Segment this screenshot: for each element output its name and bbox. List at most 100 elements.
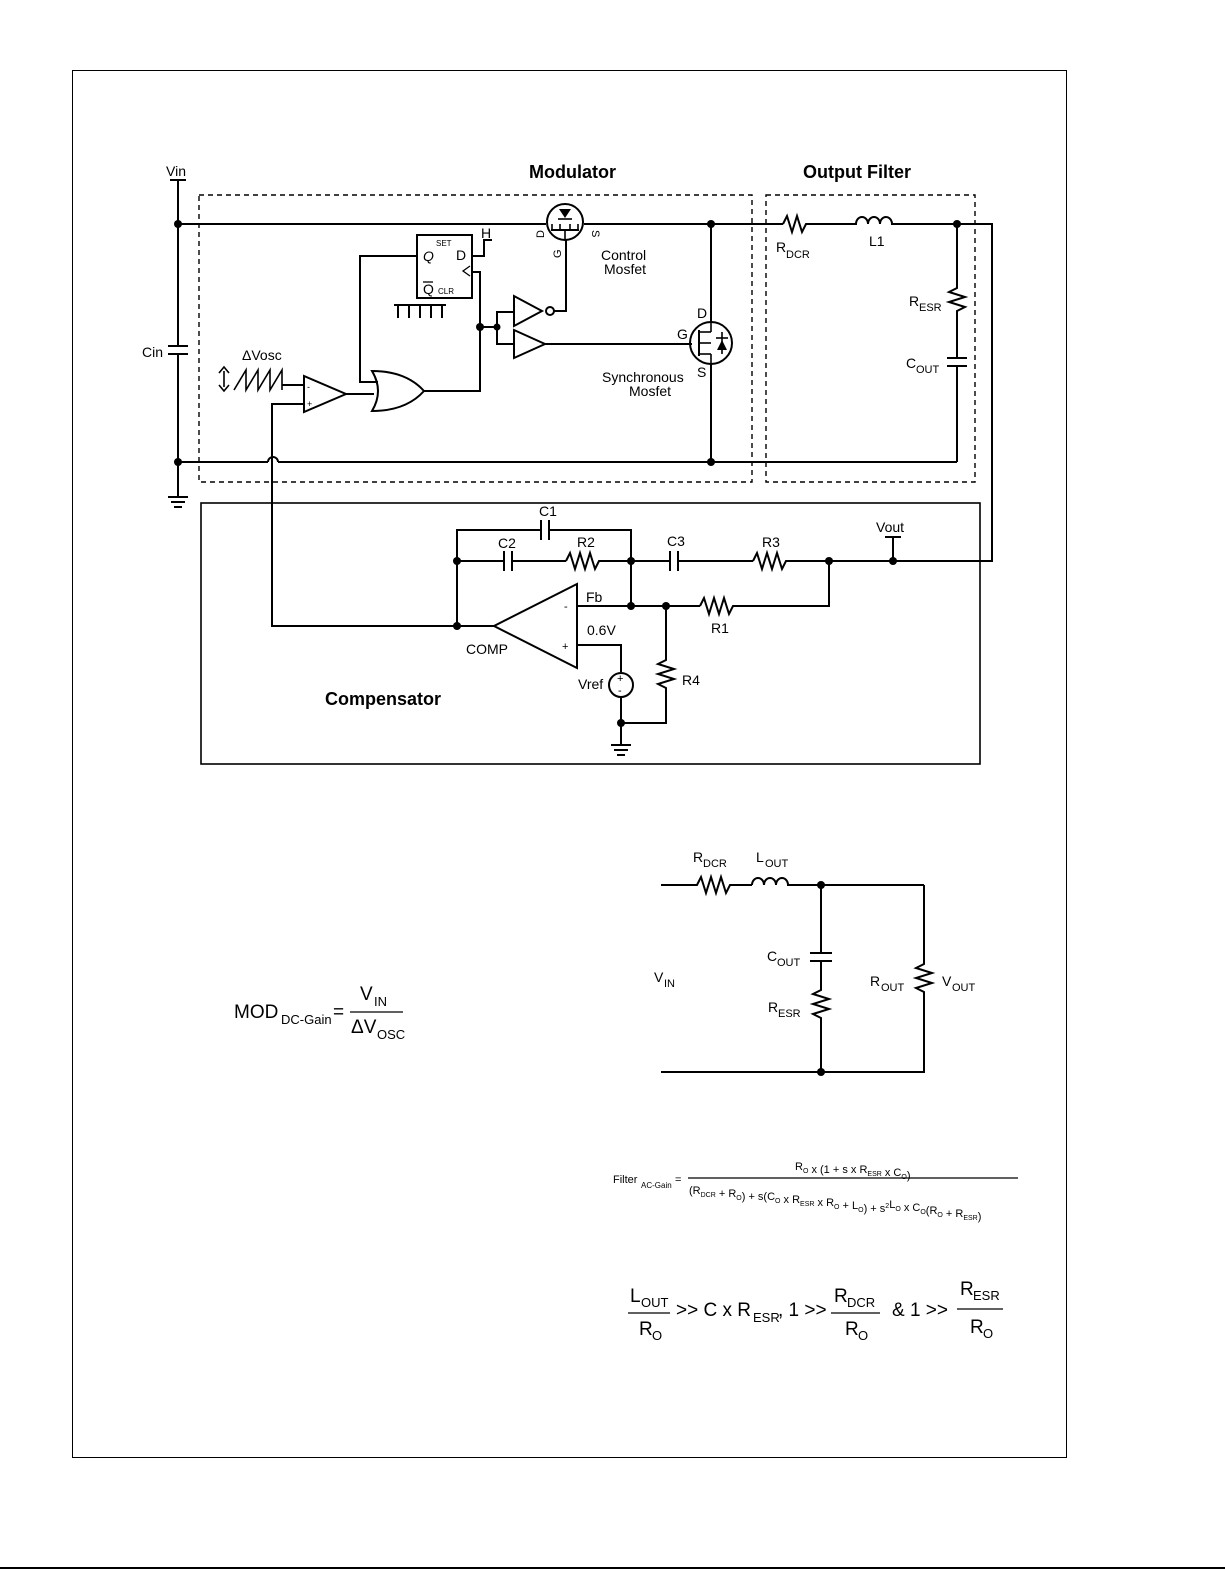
eq-cond-f3-den: R [970,1317,984,1338]
control-mosfet-label-1: Control [601,247,646,263]
oscillator-ramp-icon: ΔVosc [218,347,283,393]
driver-high-in [496,311,514,327]
r4-label: R4 [682,672,700,688]
sync-g-label: G [677,326,688,342]
vref-plus: + [617,673,623,685]
vin-terminal: Vin [166,163,186,224]
v06-label: 0.6V [587,622,616,638]
ctrl-s-label: S [589,230,601,237]
ctrl-g-label: G [552,249,564,258]
ea-plus: + [562,641,568,653]
rdcr-subscript: DCR [786,249,810,261]
comparator-minus: - [307,382,310,392]
sync-d-label: D [697,305,707,321]
sync-mosfet: D G S [677,305,733,380]
fs-lout-label: L [756,849,764,865]
fs-vin-label: V [654,969,664,985]
eq-cond-f2-num: R [834,1286,848,1307]
fs-vout-label: V [942,973,952,989]
or-gate [370,369,426,413]
fs-resr-label: R [768,999,778,1015]
comp-ground-symbol [611,744,631,756]
cin-capacitor: Cin [142,224,188,462]
fs-rdcr-label: R [693,849,703,865]
eq-cond-mid1-tail: , 1 >> [778,1300,827,1321]
output-filter-title: Output Filter [803,162,911,182]
fs-rdcr-sub: DCR [703,858,727,870]
modulator-box [198,194,753,483]
comparator-plus: + [307,399,312,409]
fs-cout-sub: OUT [777,957,801,969]
eq-cond-f1-den: R [639,1319,653,1340]
eq-cond-mid1-sub: ESR [753,1310,780,1325]
vin-label: Vin [166,163,186,179]
eq-filter-lhs: Filter [613,1174,638,1186]
resr-label: R [909,293,919,309]
vout-sense-wire [893,223,993,562]
r1-label: R1 [711,620,729,636]
c1-label: C1 [539,503,557,519]
cin-label: Cin [142,344,163,360]
r4-resistor: R4 [621,606,700,724]
equation-mod-dc-gain: MOD DC-Gain = V IN ΔV OSC [234,984,405,1042]
r2-label: R2 [577,534,595,550]
c2-capacitor: C2 [457,535,566,571]
eq-mod-den-sub: OSC [377,1027,405,1042]
eq-mod-lhs: MOD [234,1002,278,1023]
sync-mosfet-label-2: Mosfet [629,383,671,399]
eq-cond-f2-den-sub: O [858,1328,868,1343]
compensator-box [200,502,981,765]
equation-conditions: L OUT R O >> C x R ESR , 1 >> R DCR R O … [628,1279,1003,1343]
sync-mosfet-label-1: Synchronous [602,369,684,385]
fs-vin-sub: IN [664,978,675,990]
eq-cond-f3-num: R [960,1279,974,1300]
ff-clr-label: CLR [438,287,454,296]
ff-h-label: H [481,225,491,241]
control-gate-wire [554,240,567,312]
error-amplifier: - + [491,582,578,670]
eq-cond-f1-num-sub: OUT [641,1295,669,1310]
r3-label: R3 [762,534,780,550]
ff-set-label: SET [436,239,452,248]
eq-mod-num-sub: IN [374,994,387,1009]
rdcr-label: R [776,239,786,255]
eq-filter-equals: = [675,1174,681,1186]
ctrl-d-label: D [535,230,547,238]
flip-flop: SET Q D Q CLR H [416,225,492,326]
cout-subscript: OUT [916,364,940,376]
eq-cond-mid1: >> C x R [676,1300,751,1321]
l1-inductor: L1 [826,216,957,249]
eq-cond-f1-num: L [630,1286,641,1307]
control-mosfet: D G S [535,203,601,258]
compensator-title: Compensator [325,689,441,709]
high-side-driver [513,294,555,328]
fs-vout-sub: OUT [952,982,976,994]
driver-low-in [496,327,514,345]
output-filter-box [765,194,976,483]
fb-label: Fb [586,589,603,605]
eq-cond-f2-num-sub: DCR [847,1295,875,1310]
eq-cond-f3-num-sub: ESR [973,1288,1000,1303]
ff-q-label: Q [423,248,434,264]
modulator-title: Modulator [529,162,616,182]
or-input-from-q [359,255,417,383]
r2-resistor: R2 [565,534,631,573]
eq-mod-lhs-sub: DC-Gain [281,1012,332,1027]
vref-wire [577,644,622,672]
low-side-driver [513,328,548,360]
eq-cond-f1-den-sub: O [652,1328,662,1343]
eq-filter-lhs-sub: AC-Gain [641,1181,672,1190]
c2-label: C2 [498,535,516,551]
r3-resistor: R3 [752,534,893,573]
resr-subscript: ESR [919,302,942,314]
resr-resistor: R ESR [909,224,969,358]
ea-minus: - [564,601,568,613]
vref-minus: - [618,685,622,697]
c1-capacitor: C1 [456,503,632,561]
sync-s-label: S [697,364,706,380]
filter-schematic: R DCR L OUT C OUT R ESR R OUT V OUT V IN [654,849,976,1076]
r1-resistor: R1 [699,561,830,636]
or-output-wire [424,326,481,392]
vref-label: Vref [578,676,603,692]
